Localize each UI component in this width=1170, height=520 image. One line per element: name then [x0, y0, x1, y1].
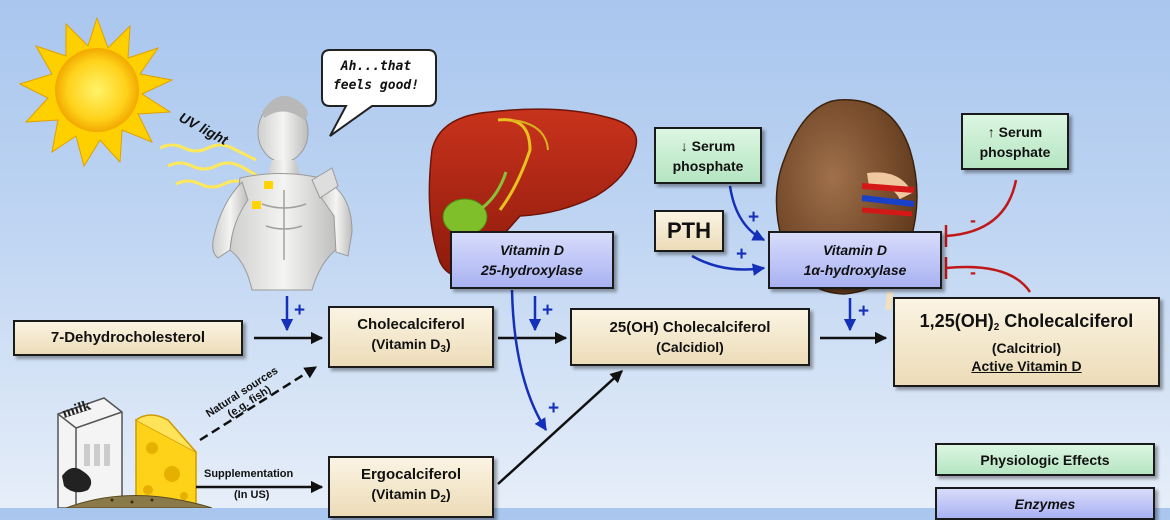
cholecalciferol-vitamin-d3: (Vitamin D3)	[371, 336, 451, 355]
box-high-serum-phosphate: ↑ Serum phosphate	[961, 113, 1069, 170]
enzyme-25-line-2: 25-hydroxylase	[481, 262, 583, 278]
plus-sign-25-hydroxylase: +	[542, 300, 554, 321]
box-7-dehydrocholesterol-label: 7-Dehydrocholesterol	[50, 329, 206, 346]
minus-sign-high-phosphate: -	[970, 210, 976, 230]
ergocalciferol-vitamin-d2: (Vitamin D2)	[371, 486, 451, 505]
arrow-natural-sources	[199, 365, 318, 442]
box-calcitriol: 1,25(OH)2 Cholecalciferol (Calcitriol) A…	[893, 297, 1160, 387]
box-cholecalciferol: Cholecalciferol (Vitamin D3)	[328, 306, 494, 368]
statue-of-david-icon	[212, 95, 353, 291]
enzyme-25-line-1: Vitamin D	[499, 242, 565, 258]
milk-carton-icon	[57, 397, 123, 508]
plus-sign-low-phosphate: +	[748, 207, 760, 228]
box-7-dehydrocholesterol: 7-Dehydrocholesterol	[13, 320, 243, 356]
flow-arrows	[196, 331, 888, 494]
high-phosphate-line-2: phosphate	[979, 143, 1051, 160]
label-in-us: (In US)	[234, 489, 270, 501]
speech-line-2: feels good!	[332, 78, 420, 93]
cholecalciferol-name: Cholecalciferol	[357, 316, 465, 333]
plus-sign-uv: +	[294, 300, 306, 321]
low-phosphate-line-2: phosphate	[672, 157, 744, 174]
calcitriol-name: 1,25(OH)2 Cholecalciferol	[919, 310, 1134, 333]
plus-sign-1-alpha-hydroxylase: +	[858, 301, 870, 322]
box-1-alpha-hydroxylase: Vitamin D 1α-hydroxylase	[768, 231, 942, 289]
enzyme-1a-line-2: 1α-hydroxylase	[803, 262, 907, 278]
calcitriol-subtitle: (Calcitriol)	[991, 339, 1062, 356]
arrow-ergo-to-calcidiol	[497, 370, 623, 485]
sun-icon	[18, 16, 174, 168]
ergocalciferol-name: Ergocalciferol	[360, 466, 462, 483]
plus-sign-pth: +	[736, 244, 748, 265]
pth-label: PTH	[667, 218, 711, 243]
box-pth: PTH	[654, 210, 724, 252]
label-supplementation: Supplementation	[204, 468, 294, 480]
cheese-icon	[135, 414, 197, 508]
activation-arrows	[280, 185, 857, 432]
high-phosphate-line-1: ↑ Serum	[987, 123, 1043, 140]
legend-enzymes-label: Enzymes	[1014, 495, 1076, 512]
calcidiol-name: 25(OH) Cholecalciferol	[609, 319, 771, 336]
calcidiol-subtitle: (Calcidiol)	[656, 339, 724, 355]
enzyme-1a-line-1: Vitamin D	[822, 242, 888, 258]
inhibition-arrows	[944, 179, 1032, 293]
box-calcidiol: 25(OH) Cholecalciferol (Calcidiol)	[570, 308, 810, 366]
fish-icon	[65, 495, 213, 508]
plus-sign-ergo-route: +	[548, 398, 560, 419]
low-phosphate-line-1: ↓ Serum	[680, 137, 736, 154]
box-25-hydroxylase: Vitamin D 25-hydroxylase	[450, 231, 614, 289]
legend-enzymes: Enzymes	[935, 487, 1155, 520]
speech-bubble	[321, 49, 437, 137]
speech-bubble-text: Ah...that feels good!	[326, 57, 426, 95]
minus-sign-calcitriol-feedback: -	[970, 262, 976, 282]
legend-physiologic-effects: Physiologic Effects	[935, 443, 1155, 476]
box-ergocalciferol: Ergocalciferol (Vitamin D2)	[328, 456, 494, 518]
speech-line-1: Ah...that	[340, 59, 412, 74]
box-low-serum-phosphate: ↓ Serum phosphate	[654, 127, 762, 184]
legend-physiologic-label: Physiologic Effects	[980, 451, 1110, 468]
calcitriol-active-label: Active Vitamin D	[971, 357, 1082, 374]
